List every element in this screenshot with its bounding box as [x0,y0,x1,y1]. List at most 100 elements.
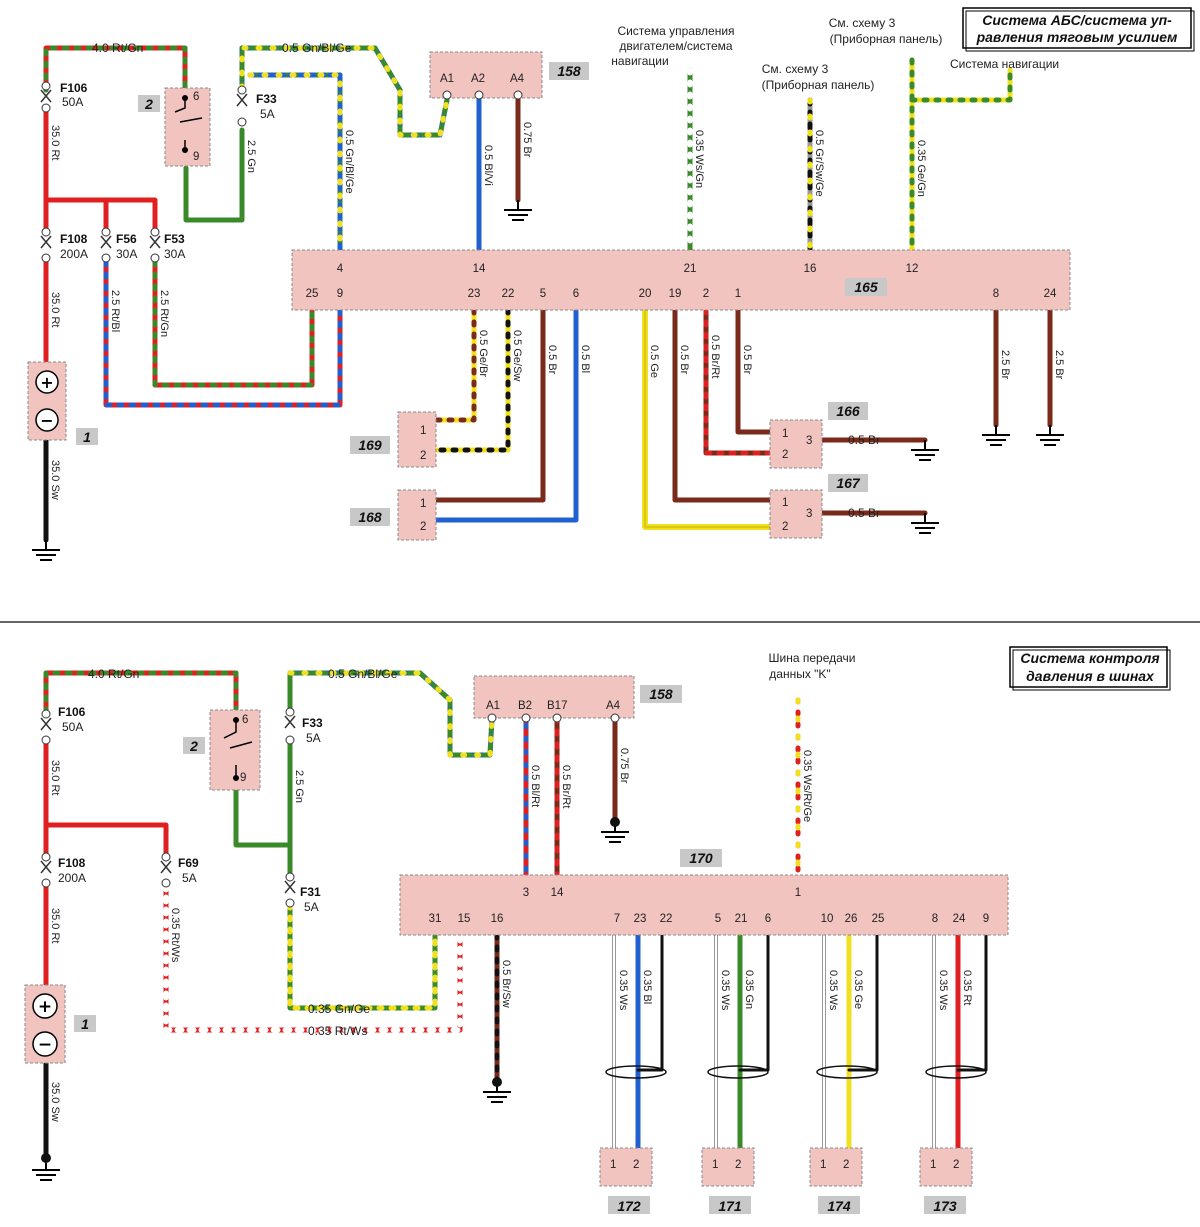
svg-text:2.5 Br: 2.5 Br [1053,350,1065,380]
svg-text:5A: 5A [304,900,319,914]
abs-title-box: Система АБС/система уп- равления тяговым… [962,7,1195,52]
svg-text:16: 16 [491,913,504,925]
svg-text:23: 23 [468,288,481,300]
svg-text:10: 10 [821,913,834,925]
abs-title-line1: Система АБС/система уп- [982,12,1172,28]
svg-text:0.35 Bl: 0.35 Bl [641,970,653,1004]
tpms-reference-labels: Шина передачи данных "K" [769,651,856,681]
svg-text:35.0 Sw: 35.0 Sw [49,460,61,500]
svg-text:F108: F108 [60,232,88,246]
svg-text:2: 2 [782,449,788,461]
svg-text:21: 21 [684,263,697,275]
fuse-f69: F69 5A [160,852,199,888]
abs-reference-labels: Система управления двигателем/система на… [611,16,1059,92]
svg-text:0.35 Ge/Gn: 0.35 Ge/Gn [915,140,927,197]
svg-text:F69: F69 [178,856,199,870]
svg-text:1: 1 [782,428,788,440]
svg-text:24: 24 [953,913,966,925]
wire-shield-172 [636,933,664,1072]
relay-2: 6 9 2 [138,87,211,167]
svg-text:0.35 Rt/Ws: 0.35 Rt/Ws [308,1024,367,1038]
svg-text:F33: F33 [302,716,323,730]
svg-text:0.5 Gn/Bl/Ge: 0.5 Gn/Bl/Ge [328,667,398,681]
svg-text:0.75 Br: 0.75 Br [618,748,630,784]
svg-text:A1: A1 [486,700,500,712]
module-158: A1 A2 A4 158 [429,51,589,100]
svg-text:30A: 30A [116,247,137,261]
sensor-167: 1 2 3 167 [769,474,868,539]
svg-text:24: 24 [1044,288,1057,300]
svg-text:данных "K": данных "K" [769,667,830,681]
wire-red-branch [43,197,158,233]
svg-text:0.35 Ws/Rt/Ge: 0.35 Ws/Rt/Ge [801,750,813,822]
svg-text:171: 171 [718,1198,742,1214]
svg-text:A1: A1 [440,73,454,85]
svg-text:0.5 Gr/Sw/Ge: 0.5 Gr/Sw/Ge [813,130,825,197]
svg-text:0.35 Ws: 0.35 Ws [719,970,731,1011]
ground-icon [503,199,533,221]
svg-text:169: 169 [358,437,382,453]
svg-text:4: 4 [337,263,344,275]
svg-text:4.0 Rt/Gn: 4.0 Rt/Gn [92,41,143,55]
svg-text:9: 9 [983,913,989,925]
battery-1-tpms: + − 1 [24,984,96,1064]
svg-text:1: 1 [795,887,801,899]
fuse-f33-2: F33 5A [284,707,323,745]
tpms-title-line2: давления в шинах [1026,668,1155,684]
abs-wire-labels: 4.0 Rt/Gn 0.5 Gn/Bl/Ge 35.0 Rt 35.0 Rt 2… [49,41,1065,520]
wire-shield-171 [738,933,770,1072]
wire-0-5-bl-168 [427,307,579,523]
svg-text:6: 6 [765,913,771,925]
sensor-166: 1 2 3 166 [769,402,868,469]
svg-text:30A: 30A [164,247,185,261]
svg-text:158: 158 [557,63,581,79]
svg-text:2: 2 [144,96,153,112]
ground-icon [31,539,61,561]
svg-text:174: 174 [827,1198,851,1214]
svg-text:0.35 Gn: 0.35 Gn [743,970,755,1009]
sensor-172: 1 2 172 [599,1147,653,1214]
fuse-f106-2: F106 50A [40,705,86,745]
diagram-abs: Система АБС/система уп- равления тяговым… [27,7,1195,561]
svg-text:0.35 Gn/Ge: 0.35 Gn/Ge [308,1002,370,1016]
module-158-tpms: A1 B2 B17 A4 158 [473,675,682,723]
svg-text:35.0 Rt: 35.0 Rt [49,125,61,160]
svg-text:0.5 Ge/Sw: 0.5 Ge/Sw [511,330,523,381]
svg-text:0.5 Br: 0.5 Br [848,506,880,520]
svg-text:2: 2 [953,1159,959,1171]
sensor-171: 1 2 171 [701,1147,755,1214]
svg-text:Система управления: Система управления [617,24,734,38]
svg-text:2.5 Br: 2.5 Br [999,350,1011,380]
svg-text:200A: 200A [60,247,88,261]
svg-text:F108: F108 [58,856,86,870]
wire-2-5-rt-gn [152,259,315,388]
svg-text:0.75 Br: 0.75 Br [521,122,533,158]
svg-text:26: 26 [845,913,858,925]
wire-shield-174 [847,933,879,1072]
svg-text:200A: 200A [58,871,86,885]
svg-text:35.0 Sw: 35.0 Sw [49,1082,61,1122]
wire-shield-173 [956,933,988,1072]
svg-text:2: 2 [735,1159,741,1171]
wire-0-5-br-19 [672,307,773,503]
wire-0-5-ge-br [427,307,477,423]
svg-text:2: 2 [782,521,788,533]
svg-text:14: 14 [473,263,486,275]
svg-text:(Приборная панель): (Приборная панель) [762,78,875,92]
svg-text:0.5 Br/Rt: 0.5 Br/Rt [560,765,572,808]
svg-text:2.5 Gn: 2.5 Gn [293,770,305,803]
fuse-f108-2: F108 200A [40,852,86,888]
sensor-174: 1 2 174 [809,1147,863,1214]
module-170: 3 14 1 31 15 16 7 23 22 5 21 6 10 26 25 … [399,849,1009,936]
svg-text:1: 1 [930,1159,936,1171]
svg-text:F53: F53 [164,232,185,246]
svg-text:0.35 Ws: 0.35 Ws [617,970,629,1011]
svg-text:3: 3 [806,508,812,520]
fuse-f56: F56 30A [100,227,137,263]
svg-text:1: 1 [83,429,91,445]
svg-text:0.5 Bl/Rt: 0.5 Bl/Rt [529,765,541,807]
svg-text:50A: 50A [62,720,83,734]
battery-1: + − 1 [27,361,98,445]
ground-icon [910,439,940,461]
svg-text:9: 9 [193,151,199,163]
